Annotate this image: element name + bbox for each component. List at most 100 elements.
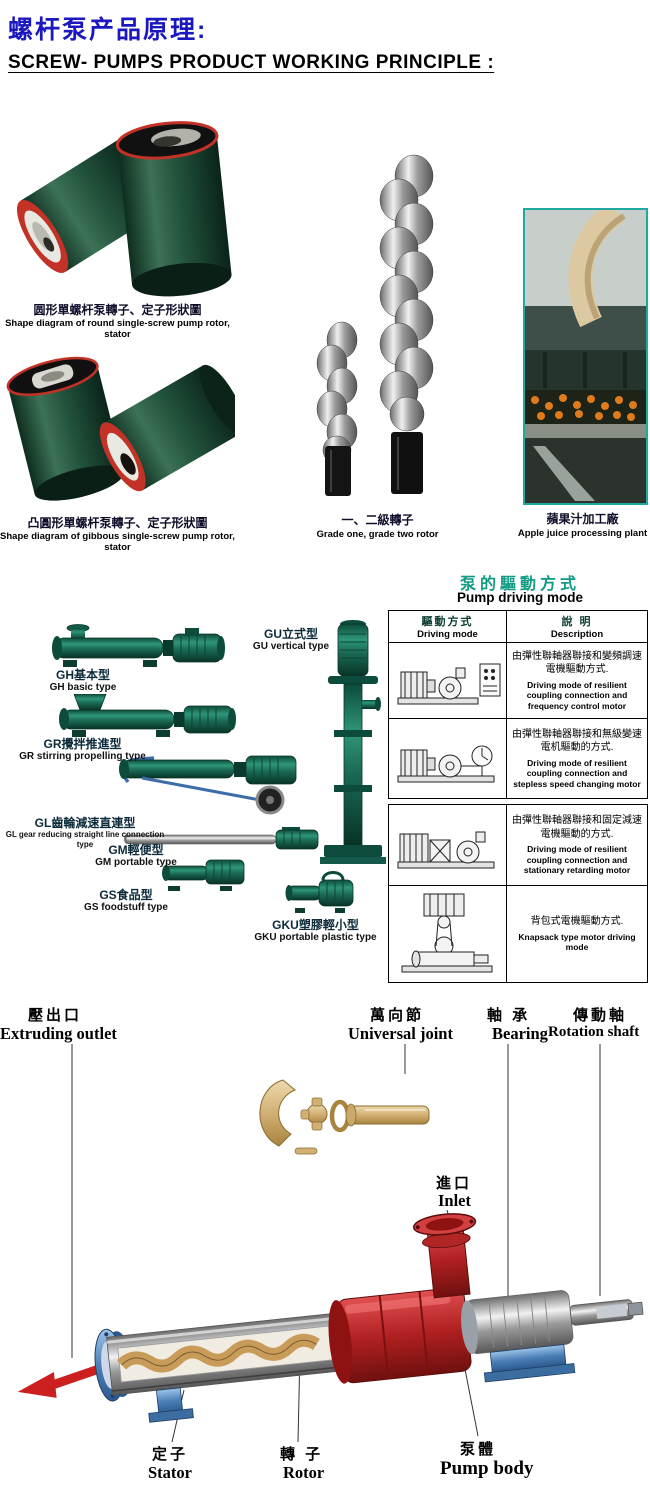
- stator-cylinder-round-bore: [99, 364, 235, 492]
- support-bracket: [148, 1387, 194, 1423]
- driving-mode-title-en: Pump driving mode: [456, 590, 583, 605]
- stator-cylinder-square-bore: [6, 356, 125, 501]
- pump-type-label-en: GU vertical type: [252, 641, 330, 653]
- row-desc-en: Driving mode of resilient coupling conne…: [526, 679, 628, 711]
- row-desc-en: Driving mode of resilient coupling conne…: [513, 757, 641, 789]
- rotor-grade-two: [379, 154, 434, 494]
- header-description-zh: 說 明: [561, 616, 593, 628]
- driving-mode-title-zh: 泵的驅動方式: [459, 576, 580, 593]
- gm-pump-illustration: [124, 827, 319, 850]
- gs-pump-illustration: [162, 859, 245, 891]
- row-desc-en: Knapsack type motor driving mode: [518, 931, 636, 953]
- inlet-label-zh: 進口: [436, 1175, 473, 1192]
- stator-cylinder-upright: [115, 121, 232, 297]
- extruding-outlet-label-zh: 壓出口: [28, 1007, 83, 1024]
- discharge-arrow: [17, 1365, 100, 1398]
- universal-joint-illustration: [259, 1079, 430, 1155]
- plant-caption-en: Apple juice processing plant: [517, 528, 648, 539]
- stator-label-zh: 定子: [152, 1446, 189, 1463]
- pump-body: [328, 1287, 472, 1384]
- rotor-grade-one: [316, 321, 358, 496]
- row-desc-zh: 由彈性聯軸器聯接和變頻調速電機驅動方式.: [512, 650, 642, 676]
- pump-type-gh: GH基本型 GH basic type: [28, 668, 138, 694]
- page-title-zh: 螺杆泵产品原理:: [8, 16, 208, 44]
- rotor-label-zh: 轉 子: [280, 1446, 324, 1463]
- pump-type-label-en: GR stirring propelling type: [19, 751, 146, 763]
- bearing-label-en: Bearing: [492, 1024, 548, 1043]
- gr-pump-illustration: [59, 694, 236, 737]
- stator-label-en: Stator: [148, 1463, 192, 1482]
- driving-mode-table-1: 驅動方式 Driving mode 說 明 Description: [388, 610, 648, 799]
- universal-joint-label-zh: 萬向節: [370, 1007, 425, 1024]
- rotation-shaft: [569, 1299, 644, 1326]
- pump-type-gs: GS食品型 GS foodstuff type: [66, 888, 186, 914]
- gibbous-stator-caption-zh: 凸圓形單螺杆泵轉子、定子形狀圖: [27, 516, 208, 530]
- pump-body-label-zh: 泵體: [460, 1441, 497, 1458]
- pump-type-gm: GM輕便型 GM portable type: [86, 843, 186, 869]
- pump-type-label-zh: GH基本型: [55, 668, 110, 682]
- round-stator-caption-zh: 圆形單螺杆泵轉子、定子形狀圖: [33, 303, 202, 317]
- pump-type-label-en: GS foodstuff type: [84, 902, 168, 914]
- plant-photo-image: [525, 201, 646, 503]
- plant-caption-zh: 蘋果汁加工廠: [546, 512, 619, 526]
- fixed-reduction-drive-drawing: [397, 831, 494, 869]
- pump-type-label-zh: GR攪拌推進型: [43, 737, 122, 751]
- table-row: 由彈性聯軸器聯接和無級變速電机驅動的方式. Driving mode of re…: [389, 718, 647, 798]
- driving-mode-table-2: 由彈性聯軸器聯接和固定減速電機驅動的方式. Driving mode of re…: [388, 804, 648, 983]
- row-desc-zh: 背包式電機驅動方式.: [530, 916, 624, 928]
- page-title-en: SCREW- PUMPS PRODUCT WORKING PRINCIPLE :: [8, 52, 495, 73]
- gibbous-stator-caption-en: Shape diagram of gibbous single-screw pu…: [0, 531, 235, 553]
- pump-type-label-zh: GS食品型: [99, 888, 153, 902]
- bearing-pedestal: [483, 1344, 576, 1383]
- round-stator-caption-en: Shape diagram of round single-screw pump…: [5, 318, 230, 340]
- stator-tube: [106, 1313, 340, 1396]
- stepless-speed-drive-drawing: [397, 745, 494, 782]
- table-row: 背包式電機驅動方式. Knapsack type motor driving m…: [389, 885, 647, 982]
- gku-pump-illustration: [285, 871, 354, 913]
- inlet-label-en: Inlet: [438, 1191, 471, 1210]
- extruding-outlet-label-en: Extruding outlet: [0, 1024, 117, 1043]
- row-desc-zh: 由彈性聯軸器聯接和無級變速電机驅動的方式.: [512, 728, 642, 754]
- header-driving-mode-zh: 驅動方式: [421, 616, 474, 628]
- frequency-control-drive-drawing: [397, 663, 500, 704]
- oranges: [531, 394, 637, 421]
- rotor-label-en: Rotor: [283, 1463, 325, 1482]
- gu-pump-illustration: [320, 620, 386, 864]
- pump-type-gr: GR攪拌推進型 GR stirring propelling type: [10, 737, 155, 763]
- pump-type-label-en: GL gear reducing straight line connectio…: [5, 830, 165, 849]
- rotation-shaft-label-en: Rotation shaft: [548, 1024, 640, 1040]
- rotors-caption-zh: 一、二級轉子: [341, 513, 414, 527]
- gl-pump-illustration: [119, 755, 297, 815]
- table-row: 由彈性聯軸器聯接和固定減速電機驅動的方式. Driving mode of re…: [389, 805, 647, 885]
- screw-rotors-illustration: [316, 154, 434, 496]
- pump-type-label-zh: GM輕便型: [108, 843, 164, 857]
- pump-type-gu: GU立式型 GU vertical type: [248, 627, 334, 653]
- inlet-flange: [412, 1213, 477, 1299]
- row-desc-en: Driving mode of resilient coupling conne…: [523, 844, 631, 876]
- round-stator-illustration: [16, 121, 232, 297]
- header-description-en: Description: [550, 629, 604, 640]
- knapsack-drive-drawing: [401, 893, 492, 973]
- rotation-shaft-label-zh: 傳動軸: [573, 1007, 628, 1024]
- gh-pump-illustration: [52, 624, 225, 667]
- pump-type-label-zh: GU立式型: [263, 627, 318, 641]
- pump-type-label-en: GM portable type: [95, 857, 177, 869]
- rotors-caption-en: Grade one, grade two rotor: [316, 529, 439, 540]
- table-row: 由彈性聯軸器聯接和變頻調速電機驅動方式. Driving mode of res…: [389, 642, 647, 718]
- header-driving-mode-en: Driving mode: [417, 629, 478, 640]
- table-header: 驅動方式 Driving mode 說 明 Description: [389, 611, 647, 642]
- pump-type-label-en: GH basic type: [49, 682, 117, 694]
- pump-type-label-zh: GL齒輪減速直連型: [34, 816, 136, 830]
- pump-type-gku: GKU塑膠輕小型 GKU portable plastic type: [238, 918, 393, 944]
- bearing-label-zh: 軸 承: [487, 1007, 531, 1024]
- pump-body-label-en: Pump body: [440, 1458, 534, 1479]
- gibbous-stator-illustration: [6, 356, 235, 501]
- pump-type-label-en: GKU portable plastic type: [254, 932, 377, 944]
- row-desc-zh: 由彈性聯軸器聯接和固定減速電機驅動的方式.: [512, 815, 642, 840]
- pump-assembly: [17, 1213, 644, 1423]
- universal-joint-label-en: Universal joint: [348, 1024, 453, 1043]
- pump-type-label-zh: GKU塑膠輕小型: [272, 918, 359, 932]
- pump-cutaway-diagram: [17, 1044, 644, 1443]
- pump-type-gl: GL齒輪減速直連型 GL gear reducing straight line…: [0, 816, 170, 849]
